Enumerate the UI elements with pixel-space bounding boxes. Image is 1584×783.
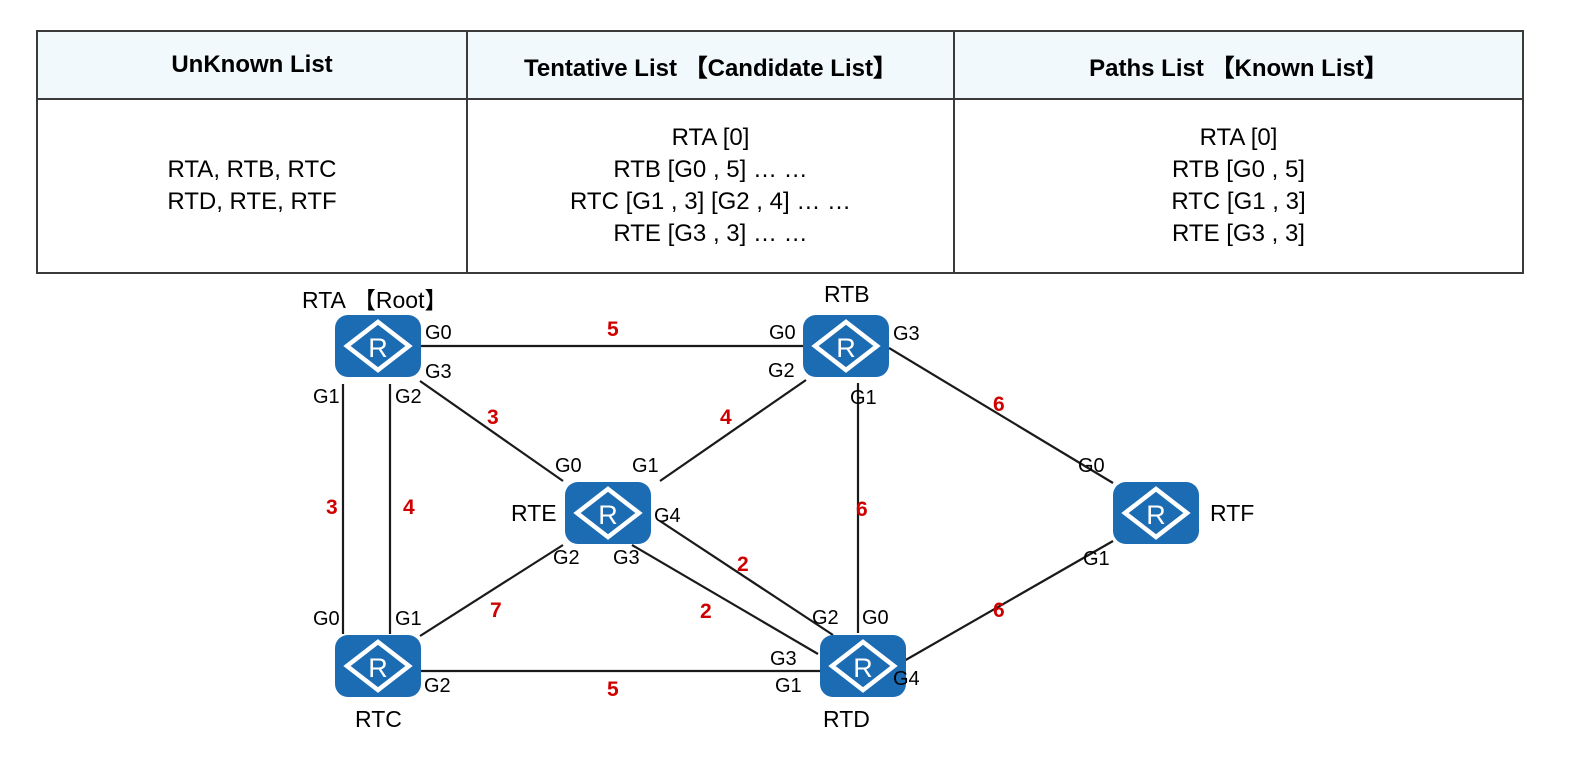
link-rte-rtc xyxy=(419,544,564,637)
tentative-line-3: RTC [G1 , 3] [G2 , 4] … … xyxy=(570,188,851,215)
iface-label-rtb-g3: G3 xyxy=(893,323,920,345)
node-label-rtc: RTC xyxy=(355,706,402,732)
router-icon: R xyxy=(1121,486,1191,540)
link-rte-rtd-g3g3 xyxy=(631,544,819,655)
iface-label-rtb-g1: G1 xyxy=(850,387,877,409)
svg-text:R: R xyxy=(368,333,388,363)
router-icon: R xyxy=(573,486,643,540)
paths-line-4: RTE [G3 , 3] xyxy=(1172,220,1305,248)
iface-label-rtd-g3: G3 xyxy=(770,648,797,670)
tentative-line-1: RTA [0] xyxy=(671,123,750,151)
iface-label-rte-g4: G4 xyxy=(654,505,681,527)
cost-label-rta-rte: 3 xyxy=(487,406,499,429)
iface-label-rte-g1: G1 xyxy=(632,455,659,477)
topology-links-layer xyxy=(341,344,1114,673)
column-header-tentative-list: Tentative List 【Candidate List】 xyxy=(466,30,955,100)
iface-label-rtf-g0: G0 xyxy=(1078,455,1105,477)
iface-label-rtc-g2: G2 xyxy=(424,675,451,697)
cell-paths-list: RTA [0] RTB [G0 , 5] RTC [G1 , 3] RTE [G… xyxy=(953,98,1524,274)
node-label-rte: RTE xyxy=(511,500,557,526)
iface-label-rte-g2: G2 xyxy=(553,547,580,569)
node-label-rtf: RTF xyxy=(1210,500,1255,526)
iface-label-rtc-g0: G0 xyxy=(313,608,340,630)
unknown-line-2: RTD, RTE, RTF xyxy=(167,188,337,215)
paths-line-2: RTB [G0 , 5] xyxy=(1172,155,1305,183)
iface-label-rtd-g0: G0 xyxy=(862,607,889,629)
cost-label-rte-rtc: 7 xyxy=(490,599,502,622)
cost-label-rtc-rtd: 5 xyxy=(607,678,619,701)
link-rte-rtd-g4g2 xyxy=(659,520,834,636)
iface-label-rta-g1: G1 xyxy=(313,386,340,408)
router-rtd[interactable]: R xyxy=(820,635,906,697)
router-rta[interactable]: R xyxy=(335,315,421,377)
svg-text:R: R xyxy=(368,653,388,683)
cell-unknown-list: RTA, RTB, RTC RTD, RTE, RTF xyxy=(36,98,468,274)
iface-label-rta-g3: G3 xyxy=(425,361,452,383)
paths-line-3: RTC [G1 , 3] xyxy=(1171,188,1306,215)
unknown-line-1: RTA, RTB, RTC xyxy=(167,155,337,183)
cost-label-rta-rtc-g2g1: 4 xyxy=(403,496,415,519)
table-row: RTA, RTB, RTC RTD, RTE, RTF RTA [0] RTB … xyxy=(36,98,1524,274)
network-topology-diagram: R R R R R R RTA【Root】 xyxy=(0,263,1584,783)
node-label-rta: RTA【Root】 xyxy=(302,281,447,315)
cost-label-rtb-rtd: 6 xyxy=(856,498,868,521)
link-rtb-rtf xyxy=(888,347,1114,484)
iface-label-rtb-g2: G2 xyxy=(768,360,795,382)
table-header-row: UnKnown List Tentative List 【Candidate L… xyxy=(36,30,1524,100)
cost-label-rte-rtd-g3g3: 2 xyxy=(700,600,712,623)
iface-label-rtb-g0: G0 xyxy=(769,322,796,344)
paths-line-1: RTA [0] xyxy=(1199,123,1278,151)
cost-label-rte-rtd-g4g2: 2 xyxy=(737,553,749,576)
svg-text:R: R xyxy=(598,500,618,530)
iface-label-rte-g3: G3 xyxy=(613,547,640,569)
node-label-rtd: RTD xyxy=(823,706,870,732)
cost-label-rta-rtb: 5 xyxy=(607,318,619,341)
router-rtb[interactable]: R xyxy=(803,315,889,377)
node-label-rtb: RTB xyxy=(824,281,870,307)
column-header-unknown-list: UnKnown List xyxy=(36,30,468,100)
cell-tentative-list: RTA [0] RTB [G0 , 5] … … RTC [G1 , 3] [G… xyxy=(466,98,955,274)
cost-label-rtb-rtf: 6 xyxy=(993,393,1005,416)
node-label-rta-text: RTA xyxy=(302,287,346,313)
column-header-paths-list: Paths List 【Known List】 xyxy=(953,30,1524,100)
cost-label-rtb-rte: 4 xyxy=(720,406,732,429)
iface-label-rtf-g1: G1 xyxy=(1083,548,1110,570)
iface-label-rta-g0: G0 xyxy=(425,322,452,344)
svg-text:R: R xyxy=(1146,500,1166,530)
link-rtd-rtf xyxy=(889,540,1114,670)
iface-label-rte-g0: G0 xyxy=(555,455,582,477)
iface-label-rtd-g4: G4 xyxy=(893,668,920,690)
cost-label-rta-rtc-g1g0: 3 xyxy=(326,496,338,519)
svg-text:R: R xyxy=(853,653,873,683)
iface-label-rtd-g2: G2 xyxy=(812,607,839,629)
router-icon: R xyxy=(343,319,413,373)
router-icon: R xyxy=(343,639,413,693)
router-rte[interactable]: R xyxy=(565,482,651,544)
router-icon: R xyxy=(811,319,881,373)
spf-algorithm-table: UnKnown List Tentative List 【Candidate L… xyxy=(36,30,1524,274)
iface-label-rtc-g1: G1 xyxy=(395,608,422,630)
link-rtb-rte xyxy=(659,379,807,482)
router-icon: R xyxy=(828,639,898,693)
iface-label-rtd-g1: G1 xyxy=(775,675,802,697)
router-rtc[interactable]: R xyxy=(335,635,421,697)
tentative-line-4: RTE [G3 , 3] … … xyxy=(613,220,808,248)
tentative-line-2: RTB [G0 , 5] … … xyxy=(613,155,808,183)
iface-label-rta-g2: G2 xyxy=(395,386,422,408)
svg-text:R: R xyxy=(836,333,856,363)
node-label-rta-annotation: 【Root】 xyxy=(352,287,448,313)
cost-label-rtd-rtf: 6 xyxy=(993,599,1005,622)
link-rta-rte xyxy=(419,380,564,482)
router-rtf[interactable]: R xyxy=(1113,482,1199,544)
